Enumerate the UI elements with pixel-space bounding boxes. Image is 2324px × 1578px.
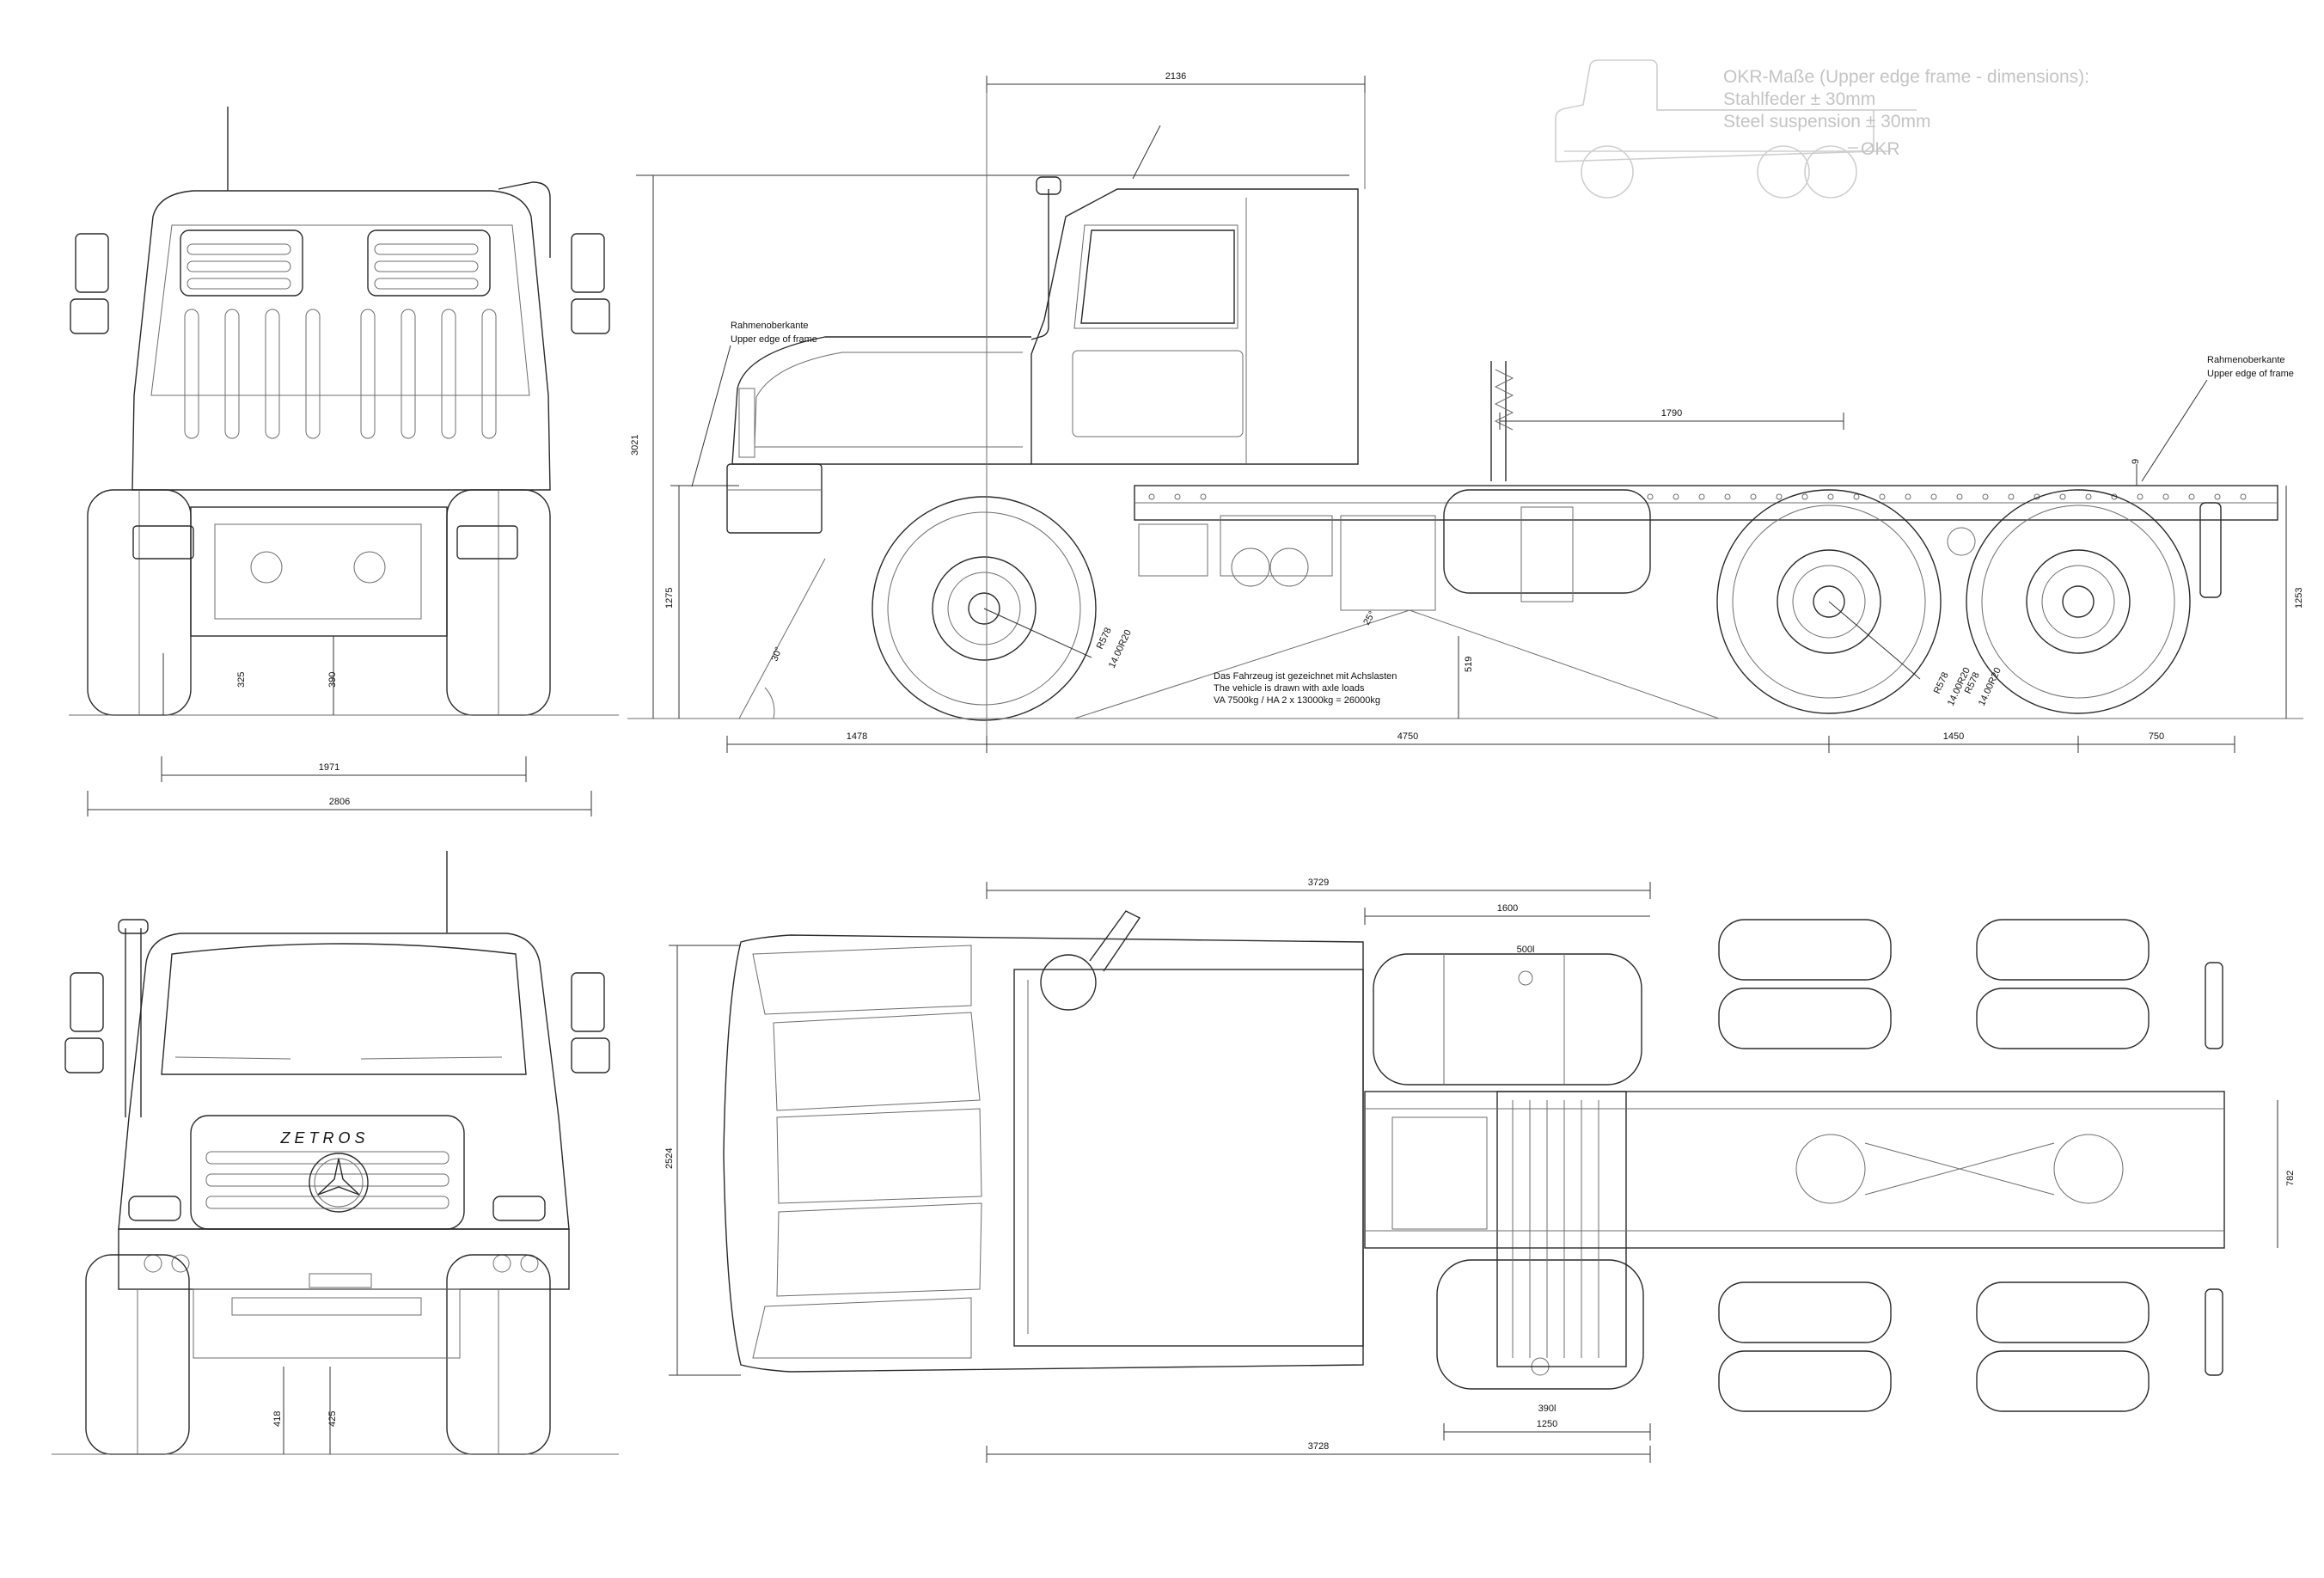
- ramp-angle: 25°: [1361, 609, 1378, 627]
- battery-box: [1496, 1091, 1627, 1367]
- front-overhang-dim: 1478: [847, 731, 867, 742]
- okr-note: OKR-Maße (Upper edge frame - dimensions)…: [1555, 59, 2089, 199]
- frame-label-left-de: Rahmenoberkante: [731, 321, 809, 331]
- rear-wheel-2: [1966, 489, 2191, 714]
- okr-truck-sketch: [1555, 59, 1917, 199]
- headlight-right: [492, 1196, 546, 1221]
- axle-spacing-dim: 1450: [1943, 731, 1964, 742]
- frame-height-front-dim: 1275: [664, 588, 675, 609]
- tyre-rear1-radius: R578: [1932, 670, 1951, 695]
- frame-width-dim: 782: [2285, 1171, 2296, 1186]
- top-width-dim: 2136: [1165, 71, 1186, 82]
- track-dim: 1971: [319, 762, 339, 773]
- cab-length-bottom-dim: 3728: [1308, 1441, 1329, 1452]
- headlight-left: [128, 1196, 181, 1221]
- chassis-top: [1364, 1091, 2225, 1249]
- side-cab-outline: [1031, 188, 1359, 465]
- fifth-wheel-dim: 1790: [1661, 408, 1682, 419]
- cab-roof: [1013, 969, 1364, 1347]
- rear-clearance-left-dim: 418: [272, 1411, 283, 1427]
- axle-note-de: Das Fahrzeug ist gezeichnet mit Achslast…: [1214, 671, 1397, 682]
- top-cab-outline: [723, 934, 1364, 1373]
- okr-title: OKR-Maße (Upper edge frame - dimensions)…: [1723, 67, 2089, 87]
- tyre-front-radius: R578: [1095, 626, 1114, 651]
- fuel-tank-390: [1436, 1259, 1644, 1390]
- wheelbase-dim: 4750: [1397, 731, 1418, 742]
- front-bumper: [118, 1228, 570, 1290]
- tank-500-label: 500l: [1517, 945, 1535, 955]
- tank-390-label: 390l: [1538, 1404, 1556, 1414]
- tank-length-dim: 1600: [1497, 903, 1518, 914]
- rear-clearance-right-dim: 425: [327, 1411, 338, 1427]
- fuel-tank-side: [1443, 489, 1651, 594]
- okr-line-de: Stahlfeder ± 30mm: [1723, 89, 1875, 109]
- tyre-rear2-size: 14.00R20: [1977, 666, 2003, 707]
- front-view-grille: ZETROS 418 425: [52, 851, 619, 1455]
- hood-outline: [731, 336, 1031, 465]
- front-view-top: 325 390 1971 2806: [69, 107, 619, 817]
- top-width-dim-2: 2524: [664, 1148, 675, 1169]
- mirror-left: [75, 233, 109, 293]
- front-cab-outline: [118, 933, 570, 1230]
- side-view: 3021 1275 1253 2136 1790 1478 4750 1450 …: [627, 71, 2304, 753]
- clearance-right-dim: 390: [327, 672, 338, 688]
- okr-line-en: Steel suspension ± 30mm: [1723, 112, 1930, 132]
- clearance-left-dim: 325: [236, 672, 247, 688]
- okr-tag: OKR: [1861, 139, 1900, 159]
- brand-badge: ZETROS: [279, 1129, 369, 1147]
- top-view: 500l 390l: [664, 878, 2296, 1463]
- windshield: [161, 943, 527, 1075]
- cab-outline: [131, 190, 551, 491]
- battery-box-dim: 1250: [1537, 1419, 1557, 1429]
- axle-note-en: The vehicle is drawn with axle loads: [1214, 683, 1365, 694]
- mercedes-star-icon: [309, 1153, 369, 1213]
- axle-load-note: VA 7500kg / HA 2 x 13000kg = 26000kg: [1214, 695, 1380, 706]
- side-window: [1080, 229, 1235, 324]
- mirror-right: [571, 233, 605, 293]
- frame-label-left-en: Upper edge of frame: [731, 334, 817, 345]
- frame-label-right-en: Upper edge of frame: [2207, 369, 2294, 379]
- frame-height-rear-dim: 1253: [2294, 588, 2304, 609]
- fuel-tank-500: [1373, 953, 1642, 1086]
- rear-wheel-1: [1716, 489, 1942, 714]
- frame-offset-dim: 9: [2131, 459, 2141, 464]
- approach-angle: 30°: [770, 645, 785, 663]
- frame-label-right-de: Rahmenoberkante: [2207, 355, 2285, 365]
- front-wheel: [872, 496, 1097, 721]
- ground-clearance-dim: 519: [1464, 657, 1474, 672]
- cab-length-top-dim: 3729: [1308, 878, 1329, 888]
- height-dim: 3021: [630, 435, 640, 456]
- rear-overhang-dim: 750: [2149, 731, 2164, 742]
- overall-width-dim: 2806: [329, 797, 350, 807]
- snorkel-top: [1040, 954, 1097, 1011]
